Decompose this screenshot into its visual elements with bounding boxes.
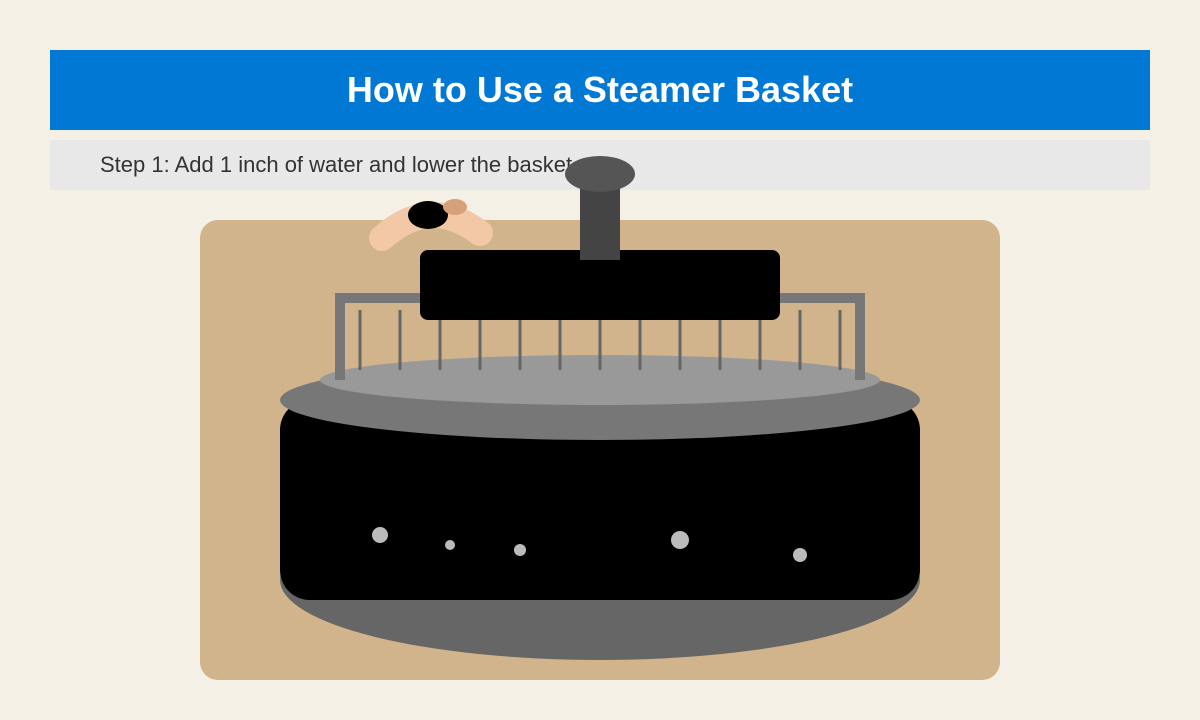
pot-rim [280,360,920,440]
water-bubble-icon [372,527,807,562]
step-text: Step 1: Add 1 inch of water and lower th… [100,152,573,177]
hand-grip [408,201,448,229]
bubble [793,548,807,562]
bubble [671,531,689,549]
counter-surface [200,220,1000,680]
hand-thumb [443,199,467,215]
pot-body [280,400,920,600]
bubble [445,540,455,550]
bubble [372,527,388,543]
hand-arm [369,202,493,251]
pot-base [280,500,920,660]
basket-rods [358,310,842,370]
title-banner: How to Use a Steamer Basket [50,50,1150,130]
hand-icon [369,199,493,251]
basket-floor [320,355,880,405]
page-title: How to Use a Steamer Basket [346,69,854,110]
basket-frame [335,293,865,380]
step-instruction-bar: Step 1: Add 1 inch of water and lower th… [50,140,1150,190]
bubble [514,544,526,556]
steamer-basket-icon [320,293,880,405]
lid-body [420,250,780,320]
